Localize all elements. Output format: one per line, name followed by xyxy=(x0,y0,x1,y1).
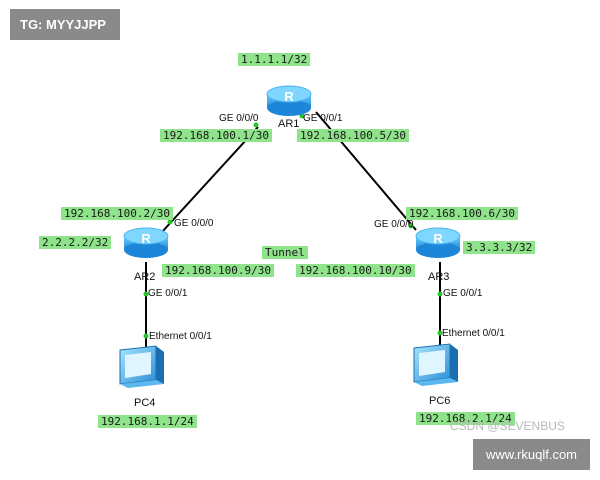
pc4-ip-label: 192.168.1.1/24 xyxy=(98,415,197,428)
ar3-ip-g000: 192.168.100.6/30 xyxy=(406,207,518,220)
pc6-name: PC6 xyxy=(429,395,451,407)
pc4-name: PC4 xyxy=(134,397,156,409)
port-dot xyxy=(408,223,414,229)
ar2-name: AR2 xyxy=(134,271,156,283)
ar1-ip-g001: 192.168.100.5/30 xyxy=(297,129,409,142)
port-dot xyxy=(167,219,173,225)
ar2-port-g001: GE 0/0/1 xyxy=(148,288,188,299)
pc6-icon[interactable] xyxy=(413,343,458,386)
router-ar3-icon[interactable]: R xyxy=(415,227,461,258)
pc4-icon[interactable] xyxy=(119,345,164,388)
ar3-loopback-label: 3.3.3.3/32 xyxy=(463,241,536,254)
csdn-watermark: CSDN @SEVENBUS xyxy=(450,419,565,433)
tunnel-label: Tunnel xyxy=(262,246,308,259)
pc6-ip-label: 192.168.2.1/24 xyxy=(416,412,515,425)
ar1-port-g001: GE 0/0/1 xyxy=(303,113,343,124)
svg-text:R: R xyxy=(141,231,151,246)
ar3-port-g000: GE 0/0/0 xyxy=(374,219,414,230)
router-ar2-icon[interactable]: R xyxy=(123,227,169,258)
link-ar1-ar2 xyxy=(161,126,259,233)
ar1-port-g000: GE 0/0/0 xyxy=(219,113,259,124)
pc6-port: Ethernet 0/0/1 xyxy=(442,328,505,339)
svg-text:R: R xyxy=(284,89,294,104)
ar2-ip-g000: 192.168.100.2/30 xyxy=(61,207,173,220)
port-dot xyxy=(437,330,443,336)
port-dot xyxy=(143,333,149,339)
ar2-port-g000: GE 0/0/0 xyxy=(174,218,214,229)
svg-text:R: R xyxy=(433,231,443,246)
ar1-ip-g000: 192.168.100.1/30 xyxy=(160,129,272,142)
ar2-loopback-label: 2.2.2.2/32 xyxy=(39,236,112,249)
watermark-bottom-right: www.rkuqlf.com xyxy=(473,439,590,470)
port-dot xyxy=(253,122,259,128)
ar1-name: AR1 xyxy=(278,118,300,130)
ar3-name: AR3 xyxy=(428,271,450,283)
port-dot xyxy=(437,291,443,297)
ar2-ip-tunnel: 192.168.100.9/30 xyxy=(162,264,274,277)
port-dot xyxy=(143,291,149,297)
ar3-ip-tunnel: 192.168.100.10/30 xyxy=(296,264,415,277)
pc4-port: Ethernet 0/0/1 xyxy=(149,331,212,342)
watermark-top-left: TG: MYYJJPP xyxy=(10,9,120,40)
ar3-port-g001: GE 0/0/1 xyxy=(443,288,483,299)
router-ar1-icon[interactable]: R xyxy=(266,85,312,116)
ar1-loopback-label: 1.1.1.1/32 xyxy=(238,53,311,66)
